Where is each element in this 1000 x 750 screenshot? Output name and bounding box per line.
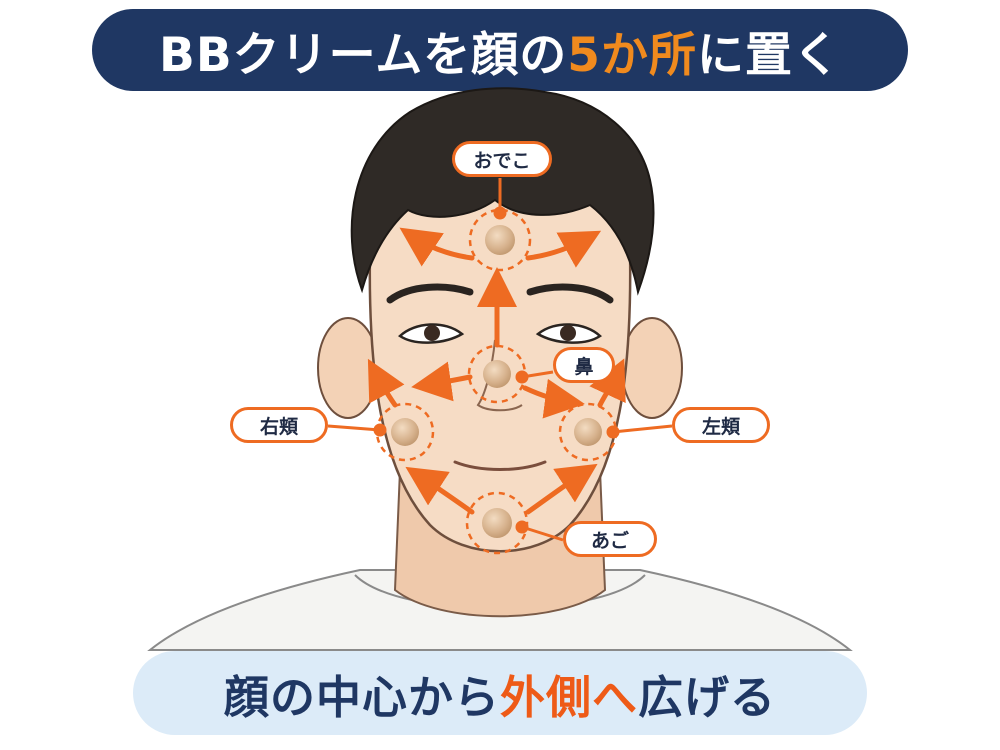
label-right-cheek: 右頬 <box>230 407 328 443</box>
arrow-chin-right <box>525 463 598 515</box>
title-accent: 5か所 <box>567 27 697 83</box>
mouth <box>453 460 547 471</box>
bottom-part1: 顔の中心から <box>223 670 500 724</box>
cream-point-left-cheek <box>558 402 618 462</box>
arrow-forehead-left <box>399 227 475 267</box>
right-ear <box>317 317 379 419</box>
cream-point-right-cheek <box>375 402 435 462</box>
label-left-cheek: 左頬 <box>672 407 770 443</box>
spread-arrows <box>367 227 626 515</box>
cream-point-forehead <box>468 208 532 272</box>
arrow-lcheek-up <box>589 358 626 408</box>
arrow-nose-right <box>522 378 585 419</box>
label-nose: 鼻 <box>553 347 615 383</box>
cream-point-nose <box>467 344 527 404</box>
left-ear <box>621 317 683 419</box>
left-eyebrow <box>526 283 614 304</box>
arrow-forehead-right <box>525 230 602 268</box>
label-chin: あご <box>563 521 657 557</box>
bottom-part2: 広げる <box>638 670 777 724</box>
arrow-rcheek-up <box>367 358 405 408</box>
title-part2: に置く <box>696 27 841 83</box>
connector-lines <box>327 178 673 542</box>
bottom-accent: 外側へ <box>499 670 638 724</box>
bottom-banner: 顔の中心から外側へ広げる <box>133 651 867 735</box>
arrow-nose-left <box>411 361 473 402</box>
cream-points <box>375 208 618 555</box>
label-forehead: おでこ <box>452 141 552 177</box>
cream-point-chin <box>465 491 529 555</box>
hair <box>350 87 655 296</box>
title-part1: BBクリームを顔の <box>159 27 568 83</box>
arrow-chin-left <box>405 466 475 515</box>
right-eyebrow <box>386 283 474 304</box>
